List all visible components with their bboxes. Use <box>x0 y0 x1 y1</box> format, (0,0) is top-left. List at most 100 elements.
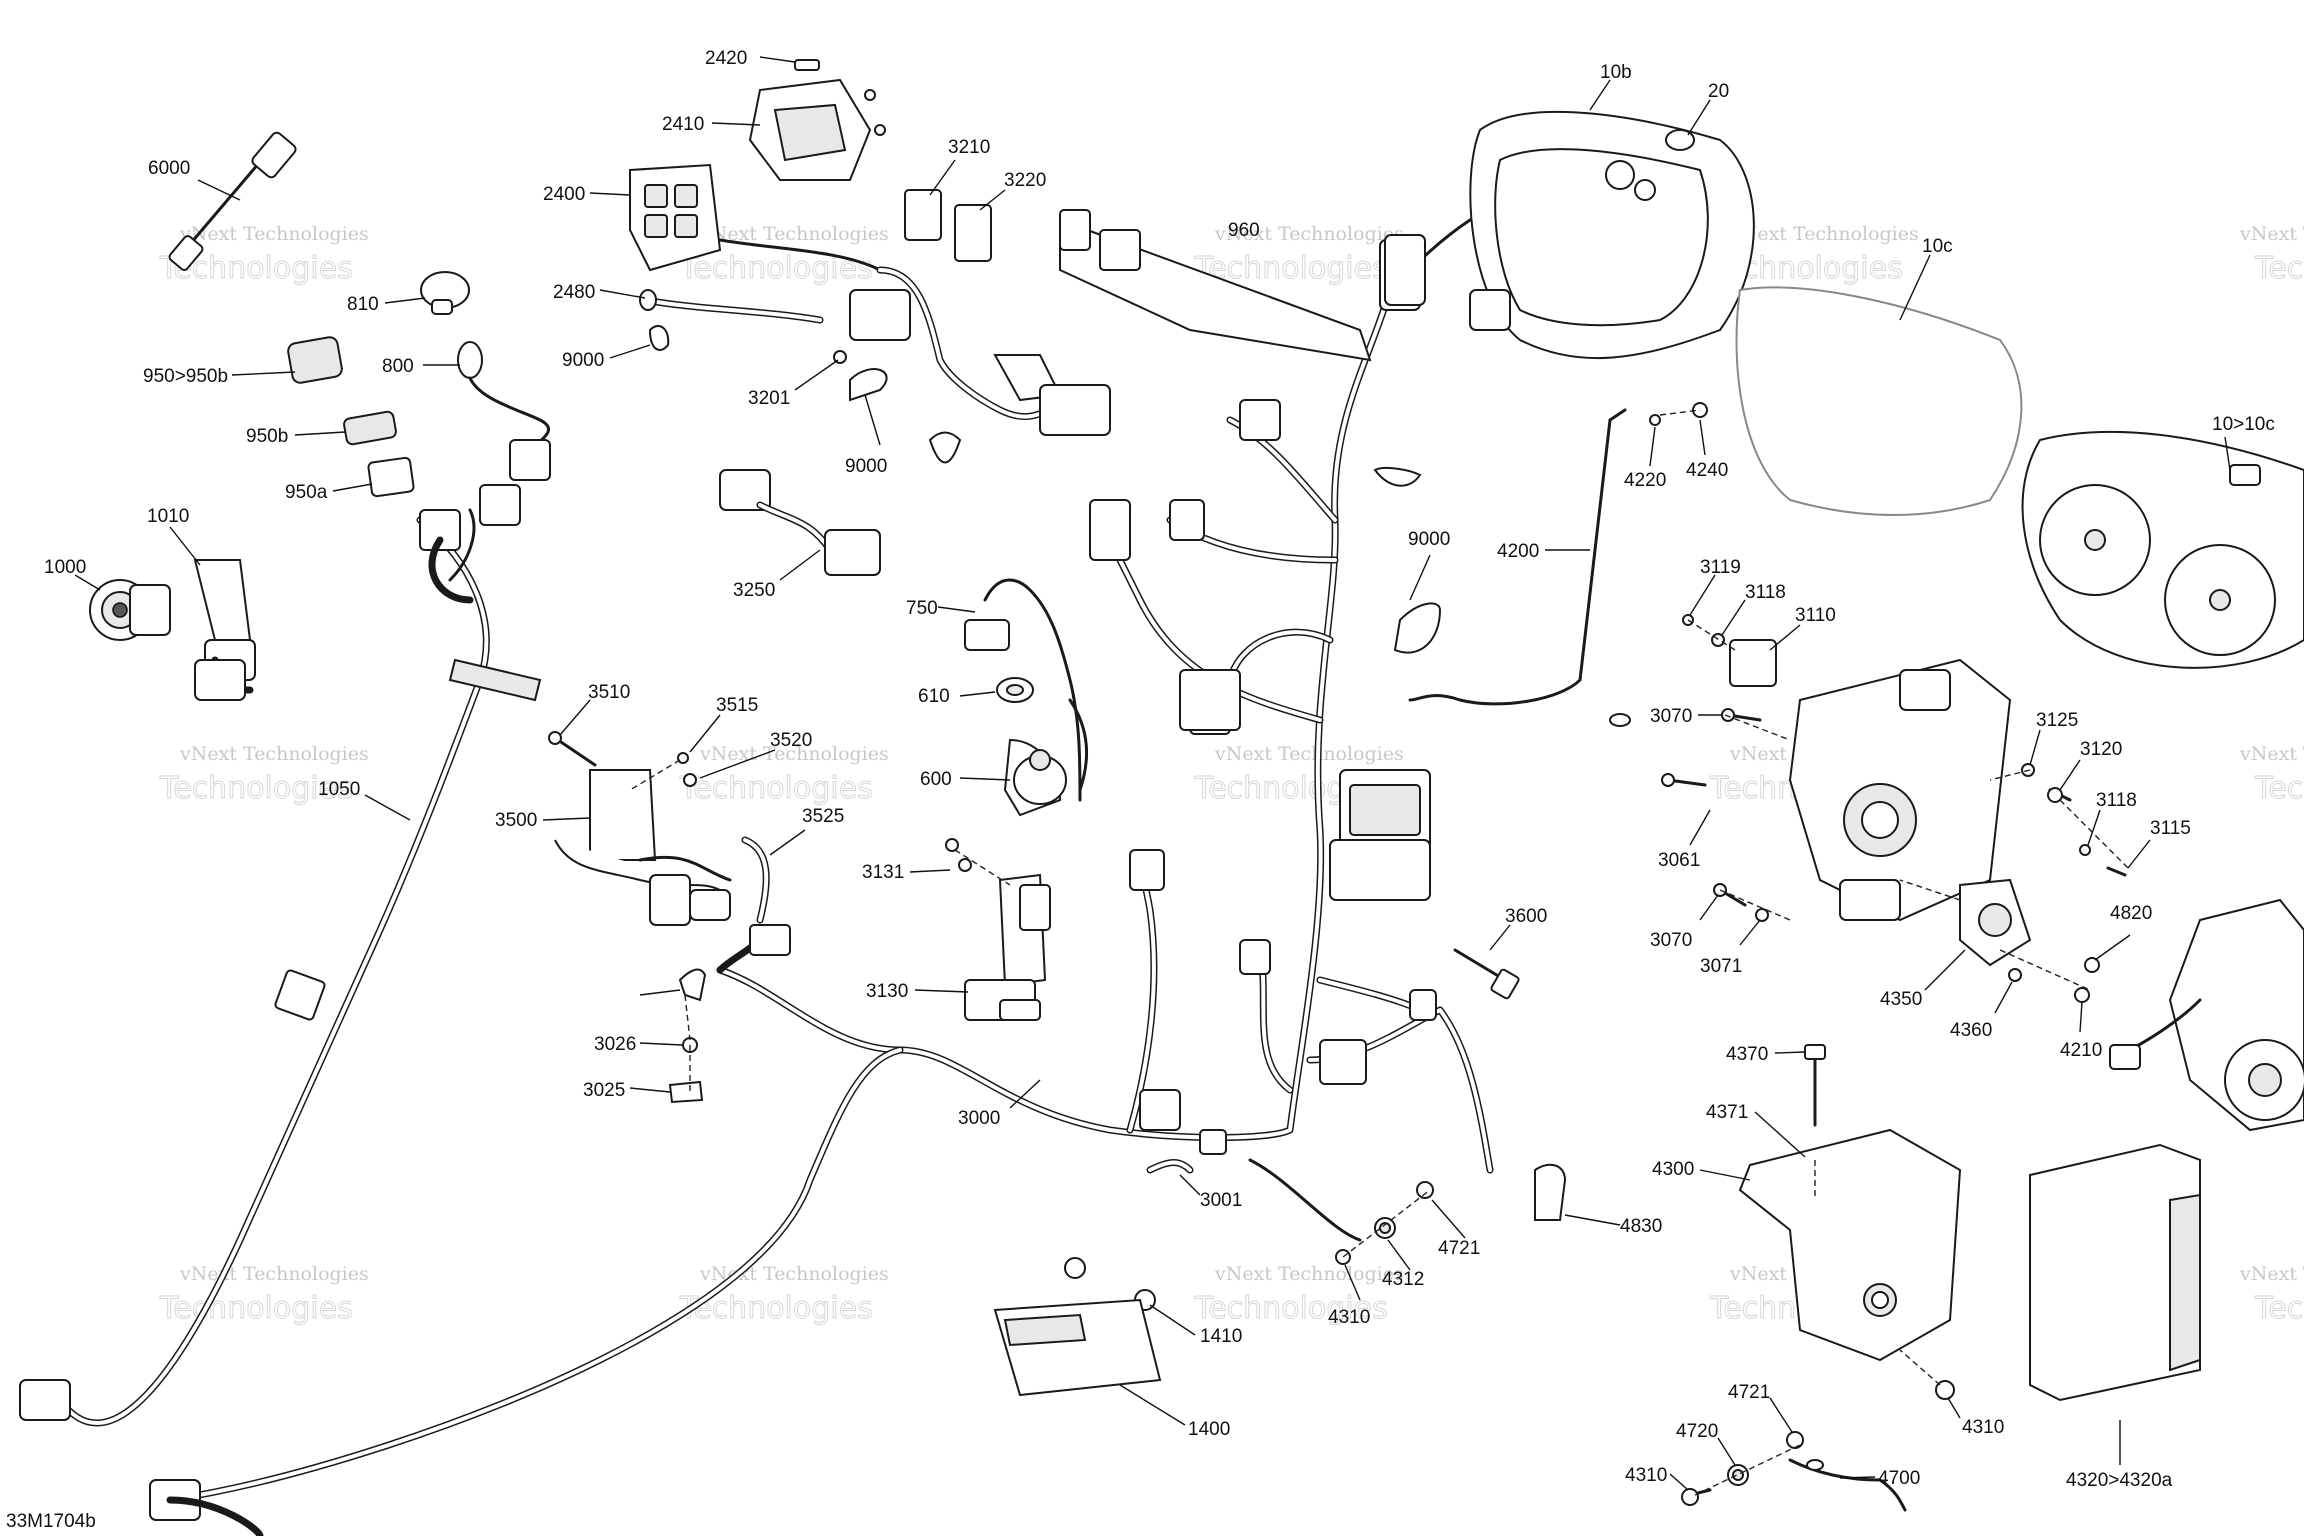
callout-4350: 4350 <box>1880 989 1922 1010</box>
part-3115 <box>2106 866 2127 877</box>
part-3025 <box>668 1080 704 1104</box>
part-4220-4240 <box>1649 402 1708 426</box>
part-4300 <box>1738 1128 1962 1362</box>
callout-4200: 4200 <box>1497 541 1539 562</box>
callout-950-950b: 950>950b <box>143 366 228 387</box>
callout-3001: 3001 <box>1200 1190 1242 1211</box>
watermark-text: Technologies <box>1194 1291 1388 1326</box>
part-4721-b <box>1786 1431 1804 1449</box>
part-1000 <box>89 579 171 641</box>
part-9000-c <box>1373 466 1422 487</box>
callout-4220: 4220 <box>1624 470 1666 491</box>
part-800 <box>419 341 551 604</box>
callout-3515: 3515 <box>716 695 758 716</box>
part-3500 <box>554 769 732 926</box>
part-3118-b <box>2079 844 2091 856</box>
part-3515-3520 <box>677 752 697 787</box>
part-3525 <box>741 836 770 924</box>
callout-4830: 4830 <box>1620 1216 1662 1237</box>
part-3001 <box>1146 1159 1194 1174</box>
callout-1410: 1410 <box>1200 1326 1242 1347</box>
part-3131 <box>945 838 972 872</box>
part-10c-lens <box>1735 286 2023 516</box>
callout-3071: 3071 <box>1700 956 1742 977</box>
harness-connector <box>1129 849 1165 891</box>
harness-connector <box>1089 499 1131 561</box>
harness-connector <box>1099 229 1141 271</box>
watermark-text: Technologies <box>2254 251 2304 286</box>
callout-3130: 3130 <box>866 981 908 1002</box>
callout-960: 960 <box>1228 220 1260 241</box>
callout-3070: 3070 <box>1650 930 1692 951</box>
callout-3120: 3120 <box>2080 739 2122 760</box>
watermark-text: vNext Technologies <box>2239 1263 2304 1285</box>
part-610 <box>996 677 1034 703</box>
part-3071 <box>1755 908 1769 922</box>
part-3120 <box>2047 787 2072 803</box>
part-810 <box>420 271 470 315</box>
callout-4310: 4310 <box>1962 1417 2004 1438</box>
callout-4312: 4312 <box>1382 1269 1424 1290</box>
callout-3026: 3026 <box>594 1034 636 1055</box>
callout-9000: 9000 <box>845 456 887 477</box>
part-960-connector <box>1384 234 1511 331</box>
callout-3000: 3000 <box>958 1108 1000 1129</box>
part-9000-b <box>928 431 962 464</box>
callout-20: 20 <box>1708 81 1729 102</box>
callout-4320-4320a: 4320>4320a <box>2066 1470 2173 1491</box>
callout-10-10c: 10>10c <box>2212 414 2275 435</box>
harness-connector <box>1059 209 1091 251</box>
callout-1050: 1050 <box>318 779 360 800</box>
part-4820 <box>2084 957 2100 973</box>
harness-connector <box>19 1379 71 1421</box>
callout-3119: 3119 <box>1700 557 1741 578</box>
harness-connector <box>1139 1089 1181 1131</box>
callout-9000: 9000 <box>562 350 604 371</box>
part-6000 <box>168 131 297 271</box>
part-3250 <box>719 469 881 576</box>
callout-3110: 3110 <box>1795 605 1836 626</box>
part-9000-a <box>648 325 670 351</box>
callout-950a: 950a <box>285 482 328 503</box>
watermark-text: vNext Technologies <box>1214 223 1404 245</box>
callout-1000: 1000 <box>44 557 86 578</box>
harness-connector <box>1199 1129 1227 1155</box>
callout-600: 600 <box>920 769 952 790</box>
part-20 <box>1665 129 1695 151</box>
watermark-text: vNext Technologies <box>179 1263 369 1285</box>
callout-4370: 4370 <box>1726 1044 1768 1065</box>
alignment-lines <box>629 409 2131 1496</box>
callout-2420: 2420 <box>705 48 747 69</box>
part-2420 <box>794 59 820 71</box>
callout-3118: 3118 <box>1745 582 1786 603</box>
part-motor-right <box>2109 898 2304 1132</box>
part-4310-c <box>1681 1488 1712 1506</box>
callout-9000: 9000 <box>1408 529 1450 550</box>
callout-3210: 3210 <box>948 137 990 158</box>
watermark-text: Technologies <box>159 771 353 806</box>
part-950b <box>343 410 397 446</box>
callout-4700: 4700 <box>1878 1468 1920 1489</box>
part-3061 <box>1661 773 1707 787</box>
watermark-text: vNext Technologies <box>2239 223 2304 245</box>
watermark-text: vNext Technologies <box>1729 223 1919 245</box>
fuse-box-cover <box>1349 784 1421 836</box>
watermark-text: vNext Technologies <box>179 743 369 765</box>
part-3110-bracket <box>1729 639 2012 922</box>
watermark-text: vNext Technologies <box>1214 743 1404 765</box>
watermark-text: Technologies <box>679 771 873 806</box>
harness-1050 <box>19 516 542 1536</box>
part-4200-cable <box>1408 408 1631 727</box>
part-2400 <box>629 163 882 272</box>
part-950b-switch <box>287 336 343 384</box>
part-4360 <box>2008 968 2022 982</box>
callout-4240: 4240 <box>1686 460 1728 481</box>
callout-4360: 4360 <box>1950 1020 1992 1041</box>
watermark-text: vNext Technologies <box>1214 1263 1404 1285</box>
callout-6000: 6000 <box>148 158 190 179</box>
callout-1010: 1010 <box>147 506 189 527</box>
callout-800: 800 <box>382 356 414 377</box>
harness-connector <box>1409 989 1437 1021</box>
callout-3250: 3250 <box>733 580 775 601</box>
part-950a <box>367 456 415 498</box>
